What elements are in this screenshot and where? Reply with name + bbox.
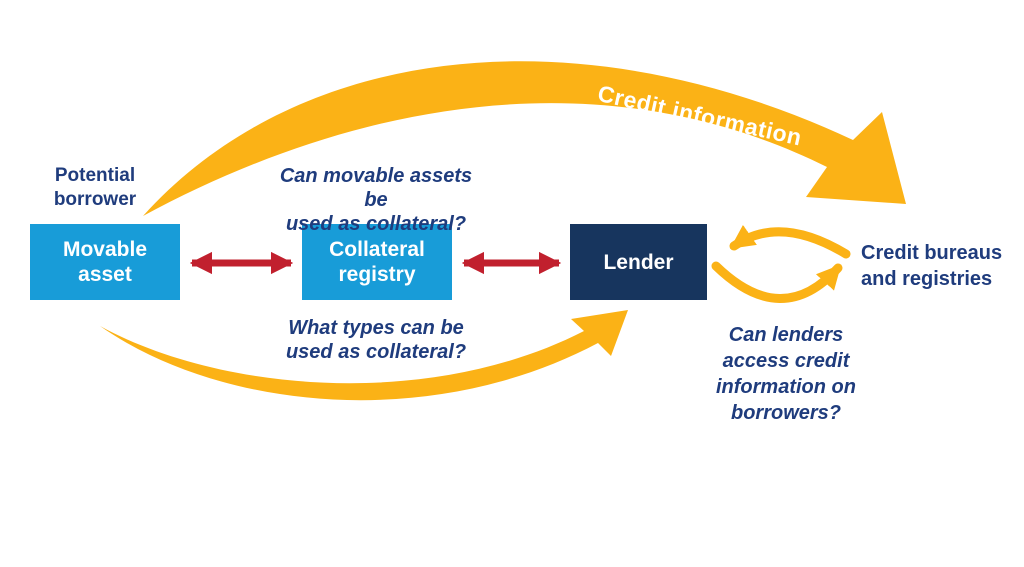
- movable-asset-label-line2: asset: [78, 263, 132, 286]
- cycle-arrow-top: [729, 224, 851, 259]
- collateral-registry-label-line2: registry: [338, 263, 416, 286]
- movable-asset-box: Movable asset: [30, 224, 180, 300]
- cycle-arrow-bottom: [711, 261, 843, 303]
- collateral-registry-box: Collateral registry: [302, 224, 452, 300]
- collateral-types-arrow: [100, 310, 628, 401]
- potential-borrower-label: Potential borrower: [53, 165, 137, 210]
- collateral-registry-label-line1: Collateral: [329, 238, 425, 261]
- question-collateral-types: What types can be used as collateral?: [285, 317, 467, 363]
- question-lender-access: Can lenders access credit information on…: [716, 324, 856, 424]
- credit-bureaus-label: Credit bureaus and registries: [861, 242, 1003, 290]
- movable-asset-label-line1: Movable: [62, 238, 148, 261]
- lender-label: Lender: [603, 250, 674, 274]
- lender-box: Lender: [570, 224, 707, 300]
- question-movable-assets: Can movable assets be used as collateral…: [279, 165, 473, 235]
- credit-information-arrow: [143, 61, 906, 216]
